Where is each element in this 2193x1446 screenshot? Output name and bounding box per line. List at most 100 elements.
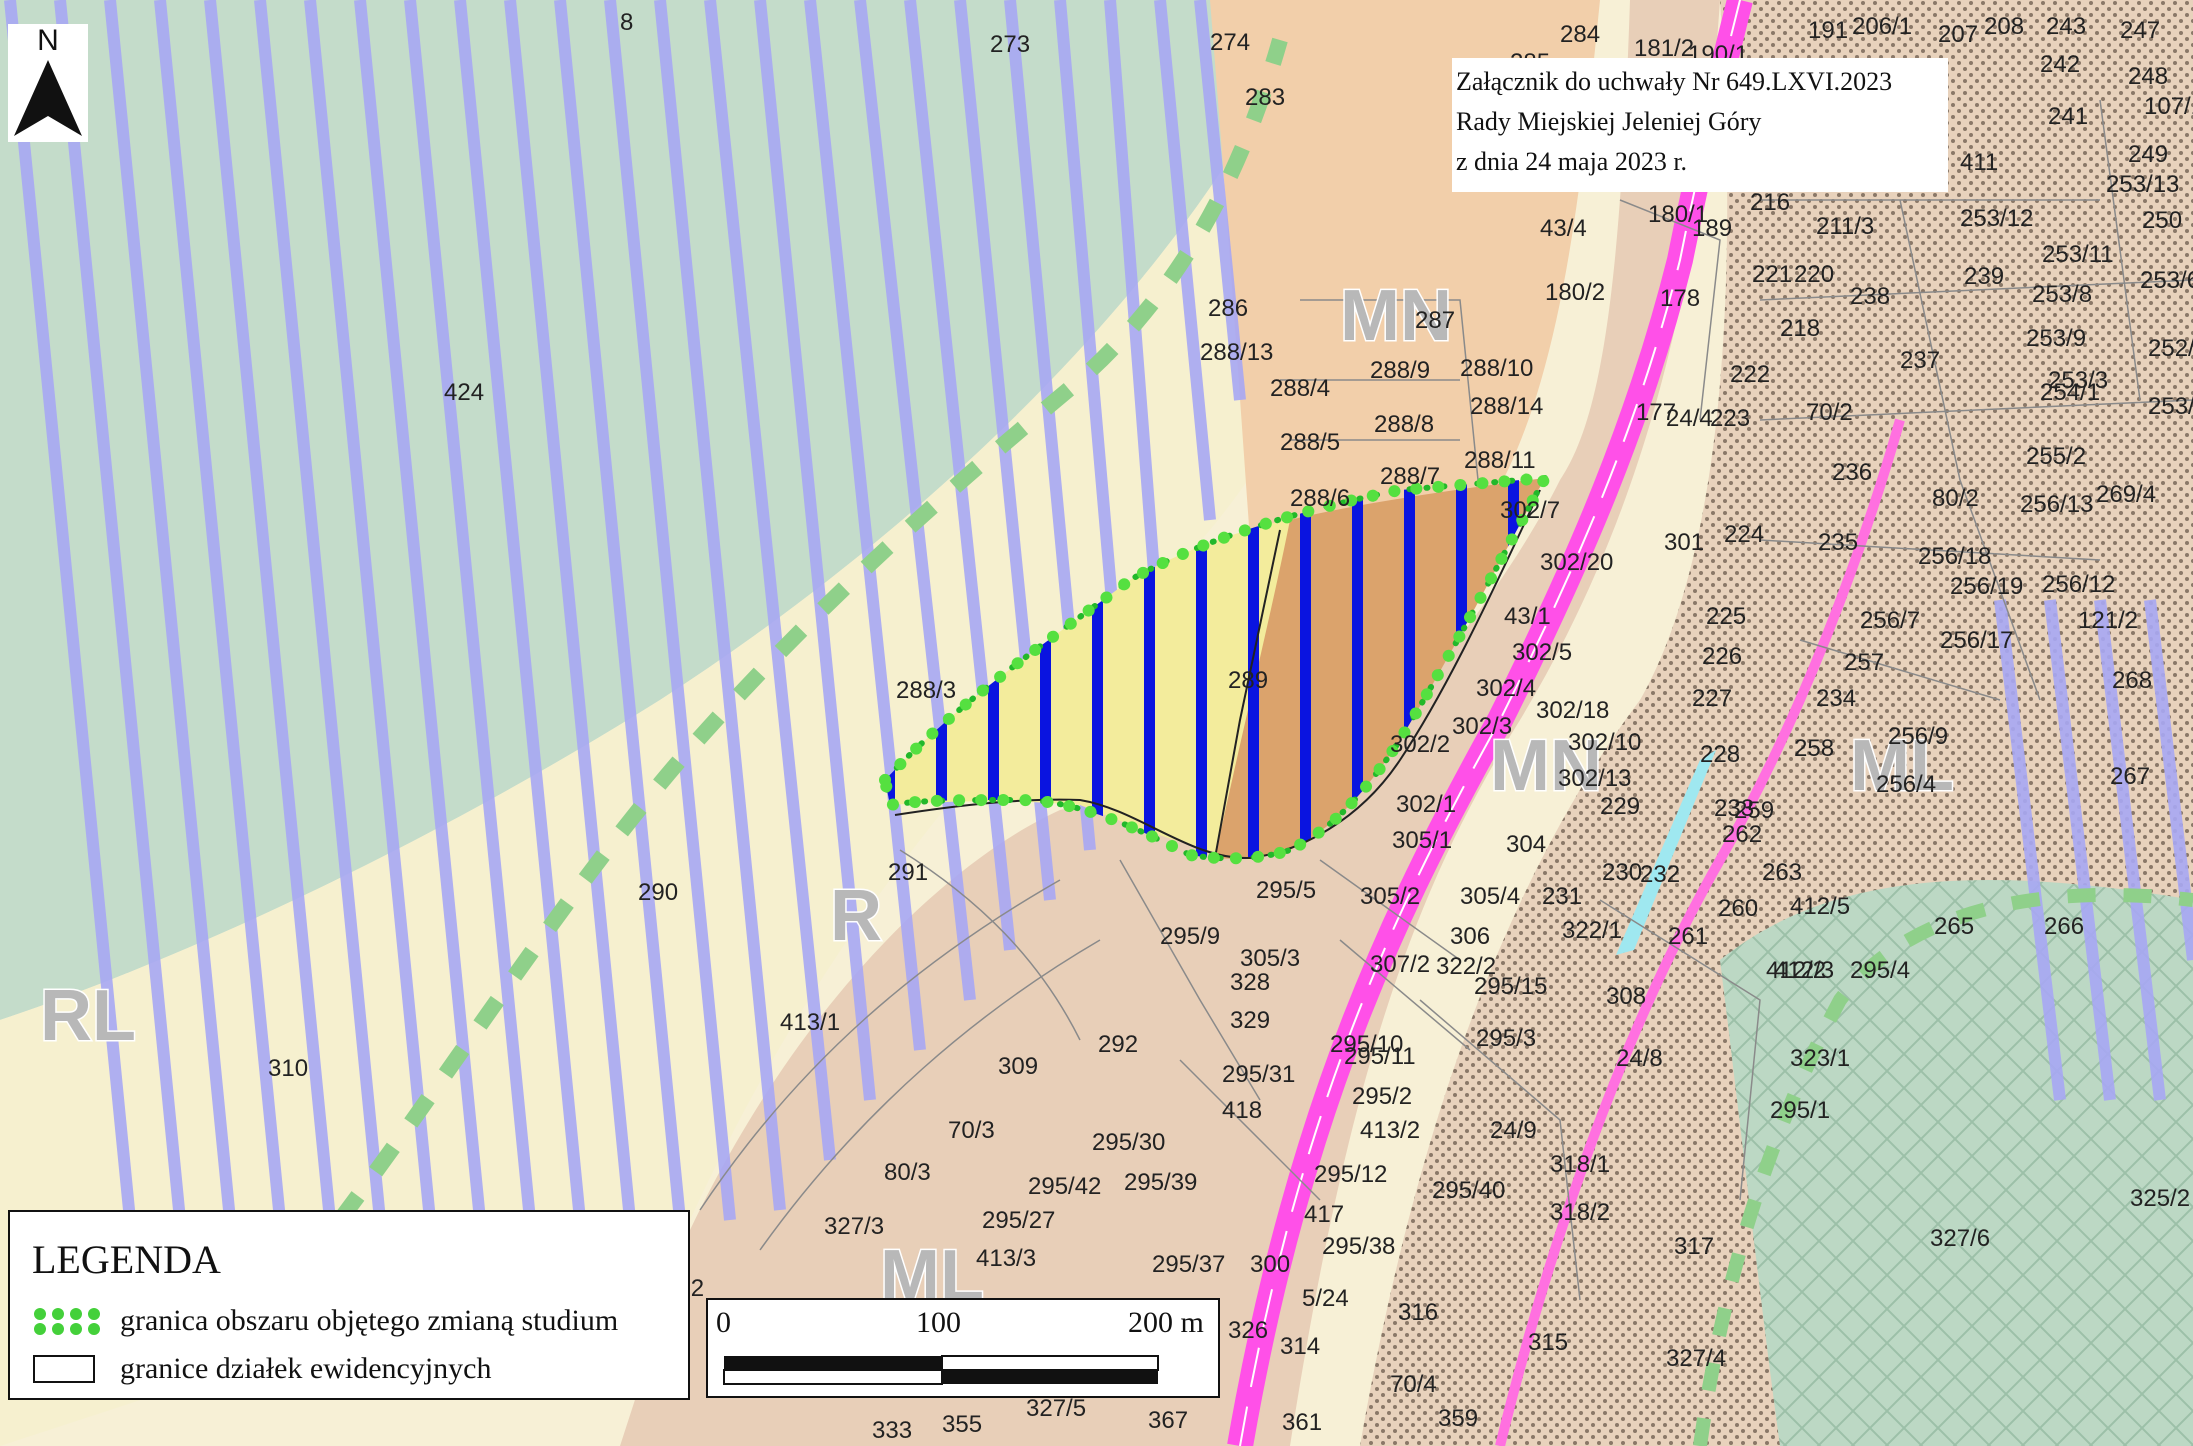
parcel-number-label: 220	[1794, 261, 1834, 288]
parcel-number-label: 302/7	[1500, 497, 1560, 524]
parcel-number-label: 325/2	[2130, 1185, 2190, 1212]
parcel-labels: 8273274283284285181/2190/1191206/1207208…	[268, 9, 2193, 1444]
parcel-number-label: 413/1	[780, 1009, 840, 1036]
parcel-number-label: 207	[1938, 21, 1978, 48]
parcel-number-label: 260	[1718, 895, 1758, 922]
scale-bar: 0 100 200 m	[706, 1298, 1220, 1398]
road-secondary	[1495, 418, 1905, 1446]
legend-item-label: granica obszaru objętego zmianą studium	[120, 1304, 619, 1337]
parcel-number-label: 253/12	[1960, 205, 2033, 232]
parcel-number-label: 305/2	[1360, 883, 1420, 910]
parcel-number-label: 253/3	[2048, 367, 2108, 394]
parcel-number-label: 180/1	[1648, 201, 1708, 228]
parcel-number-label: 327/5	[1026, 1395, 1086, 1422]
parcel-number-label: 234	[1816, 685, 1856, 712]
parcel-number-label: 181/2	[1634, 35, 1694, 62]
parcel-number-label: 269/4	[2096, 481, 2156, 508]
residential-area-lower	[620, 0, 1720, 1446]
parcel-number-label: 237	[1900, 347, 1940, 374]
parcel-number-label: 288/11	[1464, 447, 1536, 474]
parcel-number-label: 318/1	[1550, 1151, 1610, 1178]
parcel-number-label: 253/8	[2032, 281, 2092, 308]
parcel-number-label: 301	[1664, 529, 1704, 556]
parcel-number-label: 263	[1762, 859, 1802, 886]
parcel-number-label: 295/11	[1344, 1043, 1416, 1070]
parcel-number-label: 367	[1148, 1407, 1188, 1434]
parcel-number-label: 206/1	[1852, 13, 1912, 40]
parcel-number-label: 295/27	[982, 1207, 1055, 1234]
zone-label: MN	[1490, 726, 1602, 806]
parcel-number-label: 327/6	[1930, 1225, 1990, 1252]
parcel-number-label: 227	[1692, 685, 1732, 712]
parcel-number-label: 233	[1714, 795, 1754, 822]
note-line: Rady Miejskiej Jeleniej Góry	[1456, 107, 1762, 136]
parcel-number-label: 239	[1964, 263, 2004, 290]
parcel-number-label: 242	[2040, 51, 2080, 78]
study-area-boundary-dots	[878, 471, 1556, 865]
parcel-number-label: 329	[1230, 1007, 1270, 1034]
parcel-number-label: 254/1	[2040, 379, 2100, 406]
parcel-number-label: 265	[1934, 913, 1974, 940]
parcel-number-label: 247	[2120, 17, 2160, 44]
parcel-boundaries	[699, 99, 2193, 1301]
outline-box-icon	[33, 1355, 95, 1383]
parcel-number-label: 288/14	[1470, 393, 1543, 420]
legend-item-label: granice działek ewidencyjnych	[120, 1352, 492, 1385]
parcel-number-label: 257	[1844, 649, 1884, 676]
parcel-number-label: 267	[2110, 763, 2150, 790]
forest-area-se	[1720, 880, 2193, 1446]
parcel-number-label: 230	[1602, 859, 1642, 886]
parcel-number-label: 273	[990, 31, 1030, 58]
parcel-number-label: 302/2	[1390, 731, 1450, 758]
parcel-number-label: 317	[1674, 1233, 1714, 1260]
parcel-number-label: 70/3	[948, 1117, 995, 1144]
parcel-number-label: 256/19	[1950, 573, 2023, 600]
scale-bar-graphic	[723, 1355, 1159, 1385]
study-area-inner-line	[1214, 529, 1281, 859]
parcel-number-label: 8	[620, 9, 633, 36]
parcel-number-label: 323/1	[1790, 1045, 1850, 1072]
parcel-number-label: 288/6	[1290, 485, 1350, 512]
water-stream	[1616, 750, 1716, 955]
north-arrow-icon	[14, 60, 82, 136]
parcel-number-label: 295/2	[1352, 1083, 1412, 1110]
parcel-number-label: 314	[1280, 1333, 1320, 1360]
parcel-number-label: 288/8	[1374, 411, 1434, 438]
scale-tick-label: 200 m	[1128, 1306, 1204, 1339]
parcel-number-label: 284	[1560, 21, 1600, 48]
parcel-number-label: 310	[268, 1055, 308, 1082]
parcel-number-label: 295/37	[1152, 1251, 1225, 1278]
forest-boundary-se	[1693, 887, 2193, 1446]
parcel-number-label: 316	[1398, 1299, 1438, 1326]
parcel-number-label: 302/20	[1540, 549, 1613, 576]
parcel-number-label: 226	[1702, 643, 1742, 670]
parcel-number-label: 70/2	[1806, 399, 1853, 426]
parcel-number-label: 250	[2142, 207, 2182, 234]
parcel-number-label: 418	[1222, 1097, 1262, 1124]
parcel-number-label: 191	[1808, 17, 1848, 44]
parcel-number-label: 253/6	[2140, 267, 2193, 294]
parcel-number-label: 107/1	[2144, 93, 2193, 120]
parcel-number-label: 236	[1832, 459, 1872, 486]
parcel-number-label: 228	[1700, 741, 1740, 768]
parcel-number-label: 43/1	[1504, 603, 1551, 630]
parcel-number-label: 256/17	[1940, 627, 2013, 654]
parcel-number-label: 229	[1600, 793, 1640, 820]
parcel-number-label: 292	[1098, 1031, 1138, 1058]
parcel-number-label: 295/39	[1124, 1169, 1197, 1196]
parcel-number-label: 424	[444, 379, 484, 406]
parcel-number-label: 305/1	[1392, 827, 1452, 854]
parcel-number-label: 268	[2112, 667, 2152, 694]
parcel-number-label: 43/4	[1540, 215, 1587, 242]
parcel-number-label: 288/7	[1380, 463, 1440, 490]
zone-label: RL	[40, 976, 136, 1056]
parcel-number-label: 295/3	[1476, 1025, 1536, 1052]
legend-box: LEGENDA granica obszaru objętego zmianą …	[8, 1210, 690, 1400]
parcel-number-label: 302/1	[1396, 791, 1456, 818]
parcel-number-label: 24/9	[1490, 1117, 1537, 1144]
parcel-number-label: 322/2	[1436, 953, 1496, 980]
parcel-number-label: 305/4	[1460, 883, 1520, 910]
parcel-number-label: 262	[1722, 821, 1762, 848]
parcel-number-label: 295/31	[1222, 1061, 1295, 1088]
